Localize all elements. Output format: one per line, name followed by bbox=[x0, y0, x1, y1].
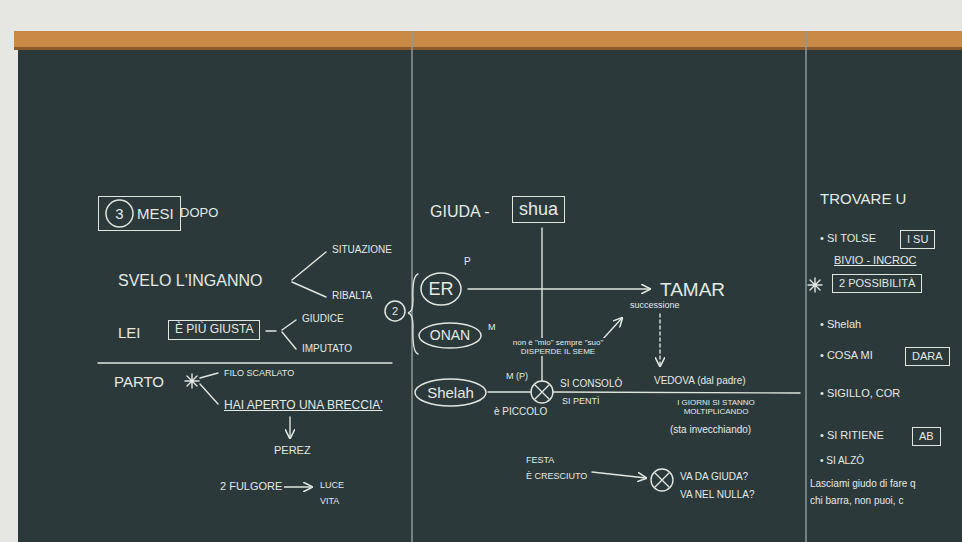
cross-mark bbox=[655, 473, 669, 487]
chalk-label: • SI TOLSE bbox=[818, 232, 878, 245]
boxed-word: 2 POSSIBILITÀ bbox=[832, 274, 922, 293]
chalk-label: successione bbox=[628, 300, 682, 310]
chalk-label: FILO SCARLATO bbox=[222, 368, 296, 378]
chalk-label: FESTA bbox=[524, 455, 556, 465]
chalk-label: • COSA MI bbox=[818, 349, 875, 362]
chalk-label: TROVARE U bbox=[818, 190, 908, 207]
cross-circle bbox=[651, 469, 673, 491]
node-text: I SU bbox=[907, 233, 928, 246]
horizontal-line bbox=[488, 392, 800, 393]
ellipse-outline bbox=[421, 273, 461, 305]
chalk-label: IMPUTATO bbox=[300, 343, 354, 355]
arrow-line bbox=[602, 318, 622, 340]
chalk-label: SITUAZIONE bbox=[330, 244, 394, 256]
rule-line bbox=[98, 362, 392, 363]
chalk-label: VITA bbox=[318, 496, 341, 506]
node-text: DARA bbox=[912, 350, 943, 363]
chalk-label: P bbox=[462, 256, 473, 268]
node-text: Shelah bbox=[427, 384, 474, 401]
chalk-label: TAMAR bbox=[658, 279, 727, 301]
chalk-label: PEREZ bbox=[272, 444, 313, 457]
arrow-line bbox=[289, 417, 290, 438]
boxed-word: I SU bbox=[900, 230, 935, 249]
wood-rail bbox=[14, 31, 962, 49]
chalk-label: GIUDA - bbox=[428, 203, 492, 221]
node-text: ER bbox=[428, 279, 453, 300]
brace bbox=[408, 274, 418, 354]
chalk-label: M (P) bbox=[504, 371, 530, 381]
node-text: 2 POSSIBILITÀ bbox=[839, 277, 915, 290]
chalk-label: LUCE bbox=[318, 480, 346, 490]
chalk-label: RIBALTA bbox=[330, 290, 374, 302]
chalk-label: • Shelah bbox=[818, 318, 863, 331]
chalk-label: DOPO bbox=[178, 206, 220, 221]
chalk-label: VA NEL NULLA? bbox=[678, 489, 756, 501]
node-text: shua bbox=[519, 199, 558, 220]
ellipse-outline bbox=[419, 323, 481, 348]
circled-word: 2 bbox=[384, 300, 406, 322]
chalk-label: VA DA GIUDA? bbox=[678, 471, 750, 483]
chalk-label: • SI RITIENE bbox=[818, 429, 886, 442]
chalk-label: SVELO L'INGANNO bbox=[116, 272, 264, 290]
cross-circle bbox=[531, 381, 553, 403]
dotted-arrow bbox=[659, 314, 660, 366]
chalk-label: BIVIO - INCROC bbox=[832, 254, 919, 267]
ellipse-outline bbox=[106, 200, 133, 227]
chalk-label: • SI ALZÒ bbox=[818, 455, 866, 467]
node-text: 3 bbox=[115, 205, 123, 222]
circled-word: 3 bbox=[105, 199, 134, 228]
rail-shadow bbox=[14, 47, 962, 50]
chalk-label: GIUDICE bbox=[300, 313, 346, 325]
chalk-label: SI CONSOLÒ bbox=[558, 378, 624, 390]
chalk-label: non è "mio" sempre "suo" DISPERDE IL SEM… bbox=[508, 338, 608, 356]
chalk-label: I GIORNI SI STANNO MOLTIPLICANDO bbox=[668, 398, 764, 416]
chalk-label: 2 FULGORE bbox=[218, 480, 284, 493]
ellipse-outline bbox=[385, 301, 405, 321]
star-mark bbox=[808, 278, 822, 292]
circled-word: Shelah bbox=[414, 378, 487, 407]
chalk-label: M bbox=[486, 322, 498, 332]
boxed-word: È PIÙ GIUSTA bbox=[168, 320, 260, 340]
chalk-label: LEI bbox=[116, 324, 143, 341]
chalk-label: HAI APERTO UNA BRECCIA' bbox=[222, 399, 385, 413]
circled-word: ER bbox=[420, 272, 462, 306]
node-text: È PIÙ GIUSTA bbox=[175, 323, 253, 337]
ellipse-outline bbox=[415, 379, 486, 406]
arrow-line bbox=[468, 288, 650, 289]
arrow-line bbox=[284, 486, 312, 487]
chalk-label: chi barra, non puoi, c bbox=[808, 495, 905, 507]
panel-seam bbox=[805, 31, 807, 542]
chalk-label: SI PENTÌ bbox=[560, 396, 602, 406]
chalk-label: • SIGILLO, COR bbox=[818, 387, 902, 400]
chalk-label: VEDOVA (dal padre) bbox=[652, 375, 748, 387]
chalk-label: è PICCOLO bbox=[492, 406, 549, 418]
board-surface bbox=[18, 50, 962, 542]
chalk-label: Lasciami giudo di fare q bbox=[808, 478, 918, 490]
node-text: ONAN bbox=[430, 327, 470, 343]
boxed-word: shua bbox=[512, 196, 565, 223]
boxed-word: AB bbox=[912, 427, 941, 446]
node-text: MESI bbox=[137, 205, 174, 222]
chalk-label: PARTO bbox=[112, 373, 166, 390]
node-text: 2 bbox=[392, 305, 398, 318]
star-mark bbox=[185, 374, 199, 388]
chalk-label: È CRESCIUTO bbox=[524, 471, 589, 481]
vertical-line bbox=[541, 228, 542, 381]
node-text: AB bbox=[919, 430, 934, 443]
cross-mark bbox=[535, 385, 549, 399]
boxed-word: MESI 3 bbox=[98, 196, 181, 231]
arrow-line bbox=[592, 472, 646, 478]
boxed-word: DARA bbox=[905, 347, 950, 366]
circled-word: ONAN bbox=[418, 322, 482, 349]
chalk-label: (sta invecchiando) bbox=[668, 424, 753, 436]
